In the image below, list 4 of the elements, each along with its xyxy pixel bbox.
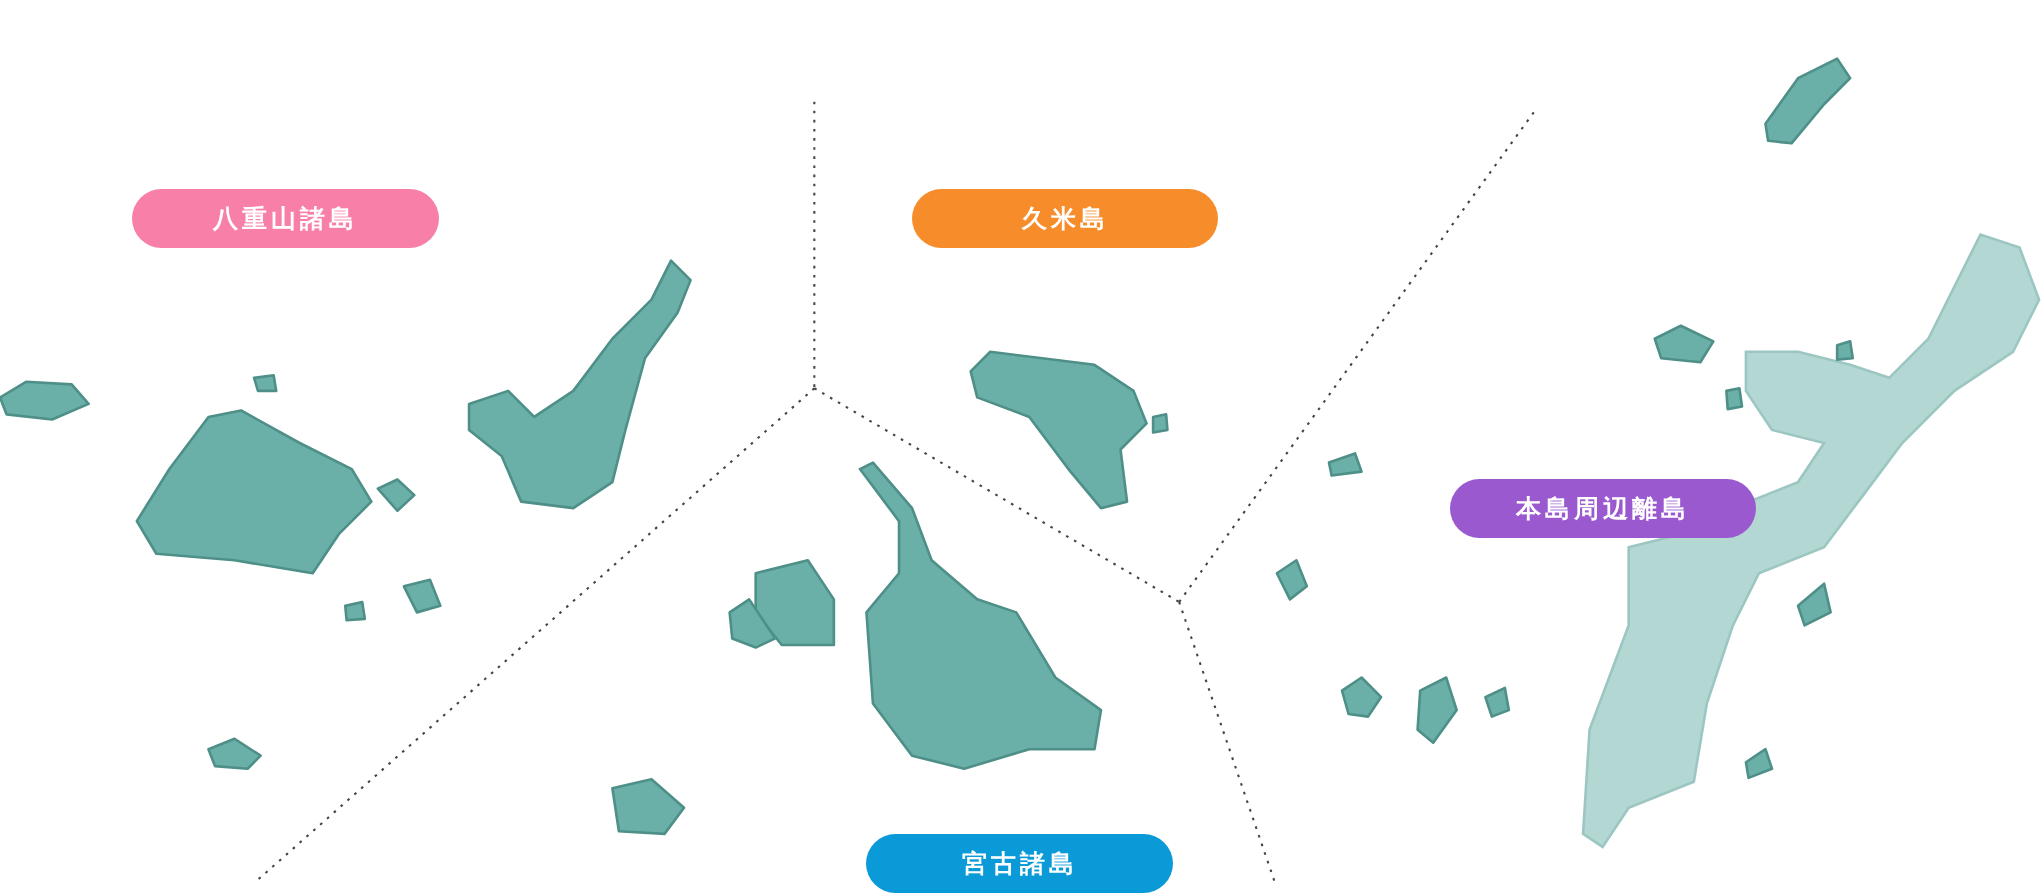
region-tag: 久米島 <box>912 189 1218 248</box>
region-tag: 本島周辺離島 <box>1450 479 1756 538</box>
region-tag: 宮古諸島 <box>866 834 1173 893</box>
region-tag: 八重山諸島 <box>132 189 439 248</box>
